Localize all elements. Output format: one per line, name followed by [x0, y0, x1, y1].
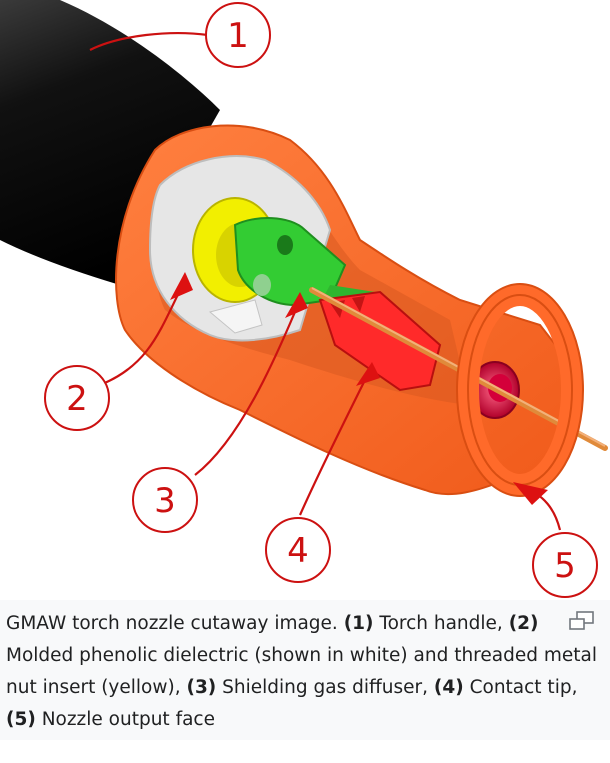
enlarge-icon[interactable] — [568, 610, 596, 632]
caption-item-1-text: Torch handle, — [379, 613, 502, 634]
caption-item-3-text: Shielding gas diffuser, — [222, 677, 428, 698]
caption-item-4-text: Contact tip, — [470, 677, 578, 698]
caption-item-5-num: (5) — [6, 709, 36, 730]
callout-2: 2 — [45, 366, 109, 430]
caption-item-2-num: (2) — [509, 613, 539, 634]
svg-text:4: 4 — [287, 531, 309, 571]
caption-item-4-num: (4) — [434, 677, 464, 698]
caption-item-1-num: (1) — [344, 613, 374, 634]
svg-text:1: 1 — [227, 16, 249, 56]
figure-caption: GMAW torch nozzle cutaway image. (1) Tor… — [0, 600, 610, 740]
svg-text:3: 3 — [154, 481, 176, 521]
svg-text:2: 2 — [66, 379, 88, 419]
caption-intro: GMAW torch nozzle cutaway image. — [6, 613, 338, 634]
callout-5: 5 — [533, 533, 597, 597]
callout-3: 3 — [133, 468, 197, 532]
callout-1: 1 — [206, 3, 270, 67]
torch-cutaway-diagram: 1 2 3 4 5 — [0, 0, 610, 600]
callout-4: 4 — [266, 518, 330, 582]
svg-text:5: 5 — [554, 546, 576, 586]
caption-item-5-text: Nozzle output face — [42, 709, 215, 730]
caption-item-3-num: (3) — [186, 677, 216, 698]
